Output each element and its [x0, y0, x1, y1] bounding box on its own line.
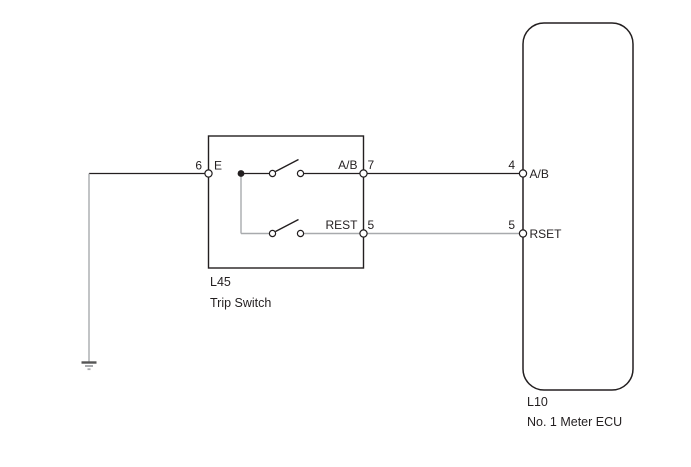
switch-contact-rest [268, 218, 305, 238]
trip-switch-code-label: L45 [210, 275, 231, 289]
ecu-code-label: L10 [527, 395, 548, 409]
trip-switch-box [207, 135, 365, 269]
ecu-box [522, 22, 634, 391]
pin-name-switch-ab: A/B [338, 158, 357, 172]
switch-blade-ab [275, 158, 299, 173]
contact-terminal-icon [268, 169, 277, 178]
contact-terminal-icon [296, 169, 305, 178]
pin-number-ecu-ab: 4 [508, 158, 515, 172]
pin-number-switch-ab: 7 [368, 158, 375, 172]
contact-terminal-icon [268, 229, 277, 238]
switch-blade-rest [275, 218, 299, 233]
ground-symbol [81, 361, 97, 371]
pin-number-switch-rest: 5 [368, 218, 375, 232]
pin-name-switch-e: E [214, 159, 222, 173]
trip-switch-name-label: Trip Switch [210, 296, 271, 310]
pin-name-switch-rest: REST [325, 218, 358, 232]
ecu-name-label: No. 1 Meter ECU [527, 415, 622, 429]
pin-circle-switch-ab [359, 169, 368, 178]
pin-circle-ecu-rset [518, 229, 528, 238]
pin-name-ecu-ab: A/B [530, 167, 549, 181]
pin-number-switch-e: 6 [195, 159, 202, 173]
switch-contact-ab [268, 158, 305, 178]
pin-circle-switch-e [204, 169, 213, 178]
junction-dot [237, 170, 245, 177]
pin-number-ecu-rset: 5 [508, 218, 515, 232]
pin-circle-ecu-ab [518, 169, 528, 178]
pin-name-ecu-rset: RSET [530, 227, 563, 241]
contact-terminal-icon [296, 229, 305, 238]
pin-circle-switch-rest [359, 229, 368, 238]
